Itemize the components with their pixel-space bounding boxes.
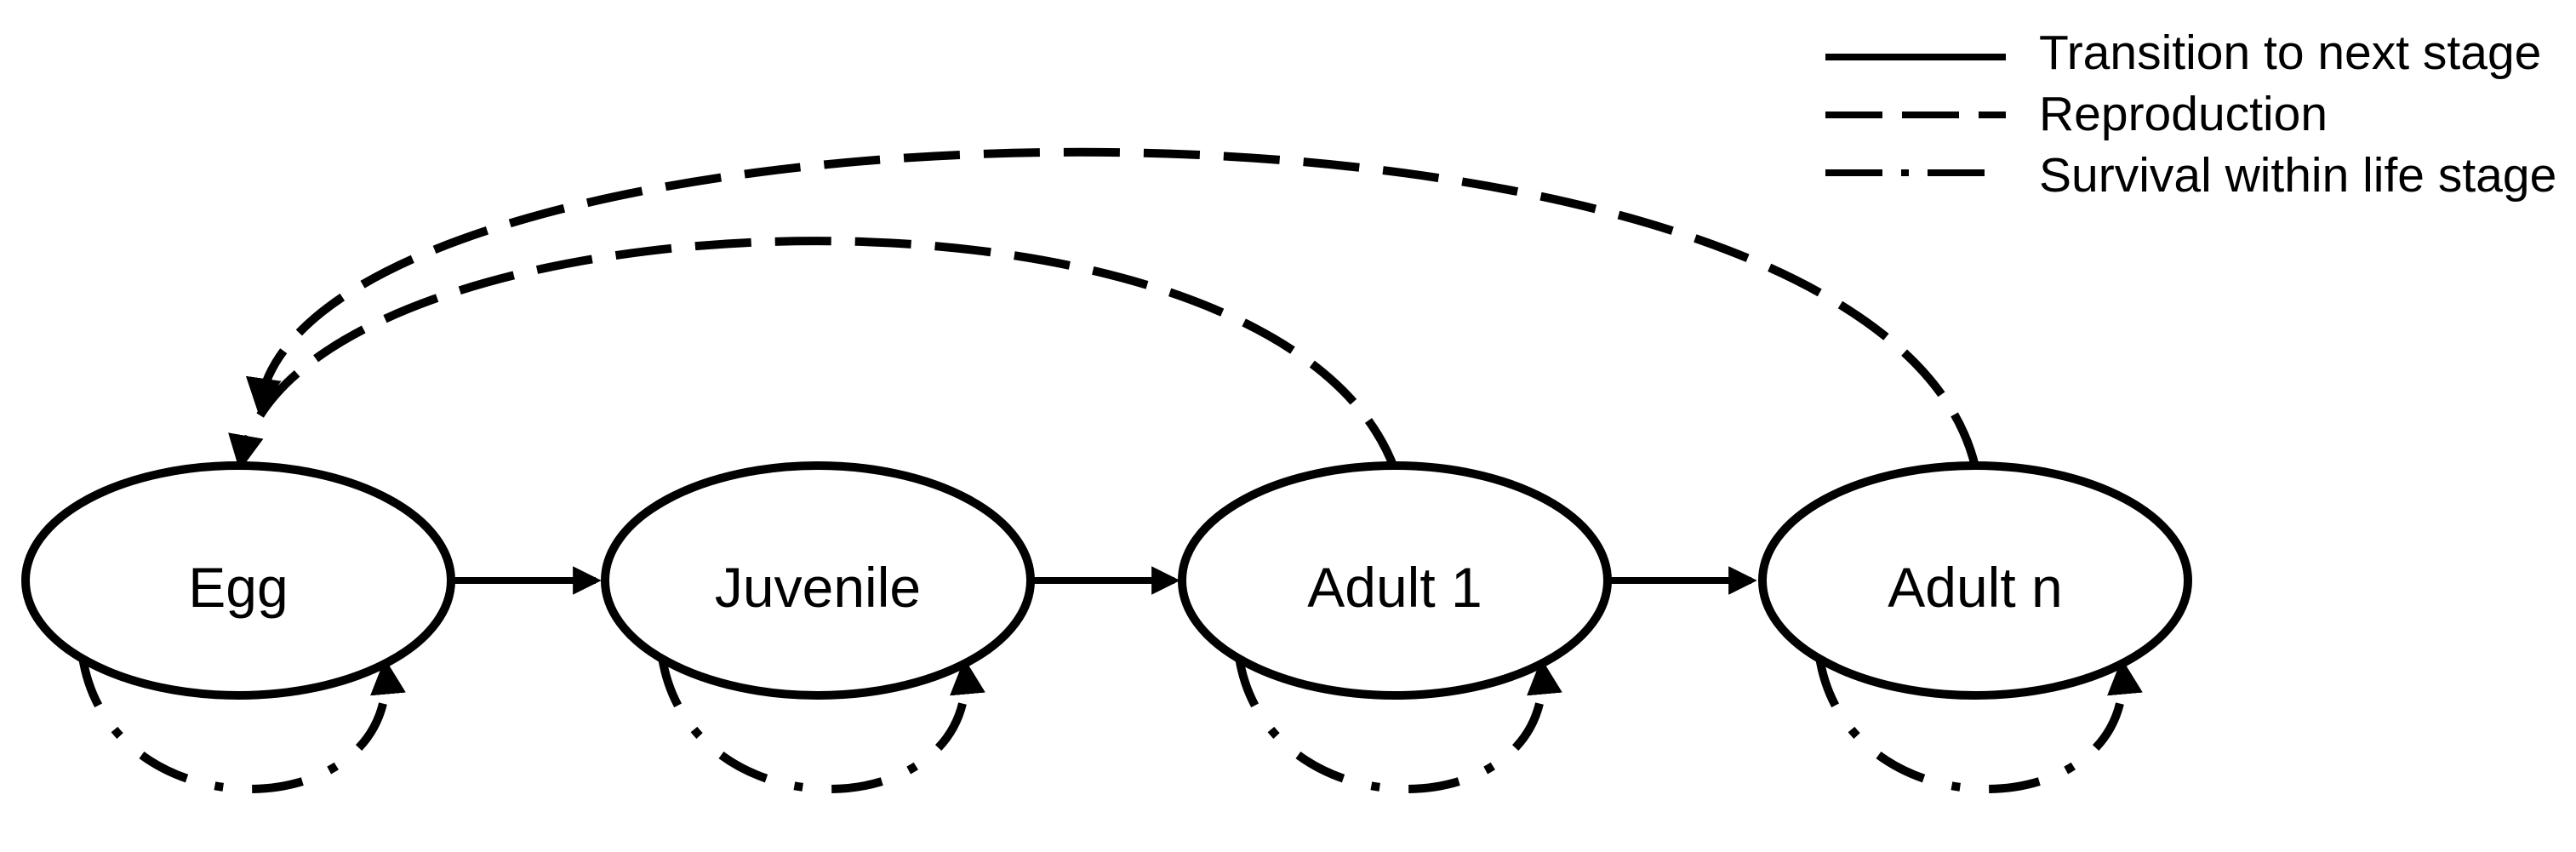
legend-label-survival: Survival within life stage bbox=[2039, 148, 2556, 203]
legend-label-reproduction: Reproduction bbox=[2039, 87, 2328, 141]
legend: Transition to next stage Reproduction Su… bbox=[1825, 26, 2556, 203]
node-ellipse-egg bbox=[21, 461, 455, 700]
legend-label-transition: Transition to next stage bbox=[2039, 26, 2541, 80]
reproduction-arc-adult1-to-egg bbox=[228, 237, 1399, 472]
survival-loop-egg bbox=[78, 656, 406, 793]
node-label-egg: Egg bbox=[188, 556, 288, 619]
reproduction-arc-adultn-to-egg bbox=[246, 147, 1979, 468]
node-ellipse-adultn bbox=[1758, 461, 2192, 700]
node-ellipse-juvenile bbox=[601, 461, 1035, 700]
survival-loop-adult1 bbox=[1235, 656, 1562, 793]
survival-loop-juvenile bbox=[658, 656, 985, 793]
node-ellipse-adult1 bbox=[1178, 461, 1612, 700]
survival-loop-adultn bbox=[1815, 656, 2143, 793]
node-label-adultn: Adult n bbox=[1888, 556, 2062, 619]
node-label-adult1: Adult 1 bbox=[1307, 556, 1482, 619]
node-label-juvenile: Juvenile bbox=[715, 556, 921, 619]
